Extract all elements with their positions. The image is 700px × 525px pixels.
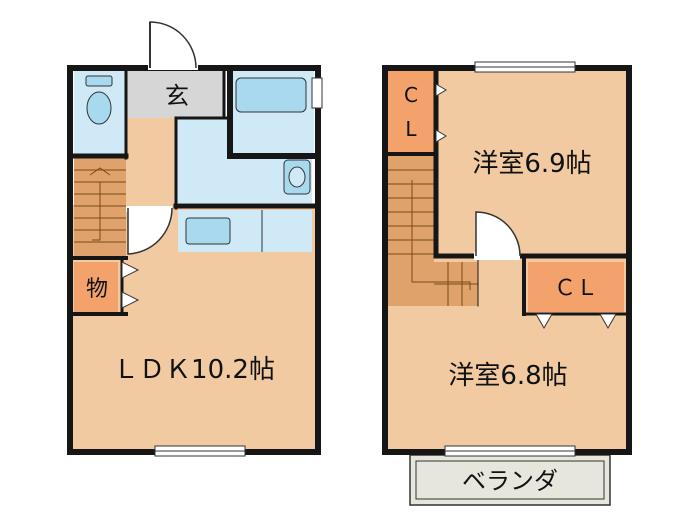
floor-1: 玄 物 ＬＤＫ10.2帖: [67, 21, 323, 457]
bathtub-icon: [235, 77, 307, 113]
closet-left-doors: [435, 83, 447, 143]
room-upper-label: 洋室6.9帖: [472, 149, 591, 179]
room-lower-label: 洋室6.8帖: [448, 361, 567, 391]
stairs-2f: [388, 156, 478, 306]
closet-left-label-l: L: [405, 117, 417, 141]
balcony: [409, 454, 611, 506]
room-upper-floor: [436, 70, 626, 256]
closet-left: [388, 70, 434, 154]
kitchen-sink-icon: [185, 210, 263, 252]
storage-closet: [74, 262, 118, 312]
storage-label: 物: [86, 277, 108, 302]
entrance-label: 玄: [165, 82, 189, 110]
closet-left-label-c: C: [404, 83, 418, 107]
balcony-label: ベランダ: [462, 467, 558, 495]
windows-2f: [444, 61, 576, 457]
closet-right-doors: [535, 313, 617, 330]
sink-icon: [283, 159, 311, 195]
entrance-door: [148, 21, 198, 70]
windows-1f: [154, 77, 323, 457]
closet-right-label: ＣＬ: [554, 276, 598, 301]
closet-right: [528, 262, 624, 312]
entrance-area: [126, 70, 224, 118]
floor-2: C L 洋室6.9帖 ＣＬ 洋室6.8帖 ベランダ: [382, 61, 632, 506]
stairs-1f: [74, 158, 126, 256]
hall-door: [126, 206, 173, 255]
toilet-icon: [85, 75, 113, 125]
upper-room-door: [474, 211, 521, 260]
hallway-floor: [126, 115, 176, 210]
ldk-label: ＬＤＫ10.2帖: [113, 355, 275, 385]
storage-doors: [121, 261, 140, 309]
